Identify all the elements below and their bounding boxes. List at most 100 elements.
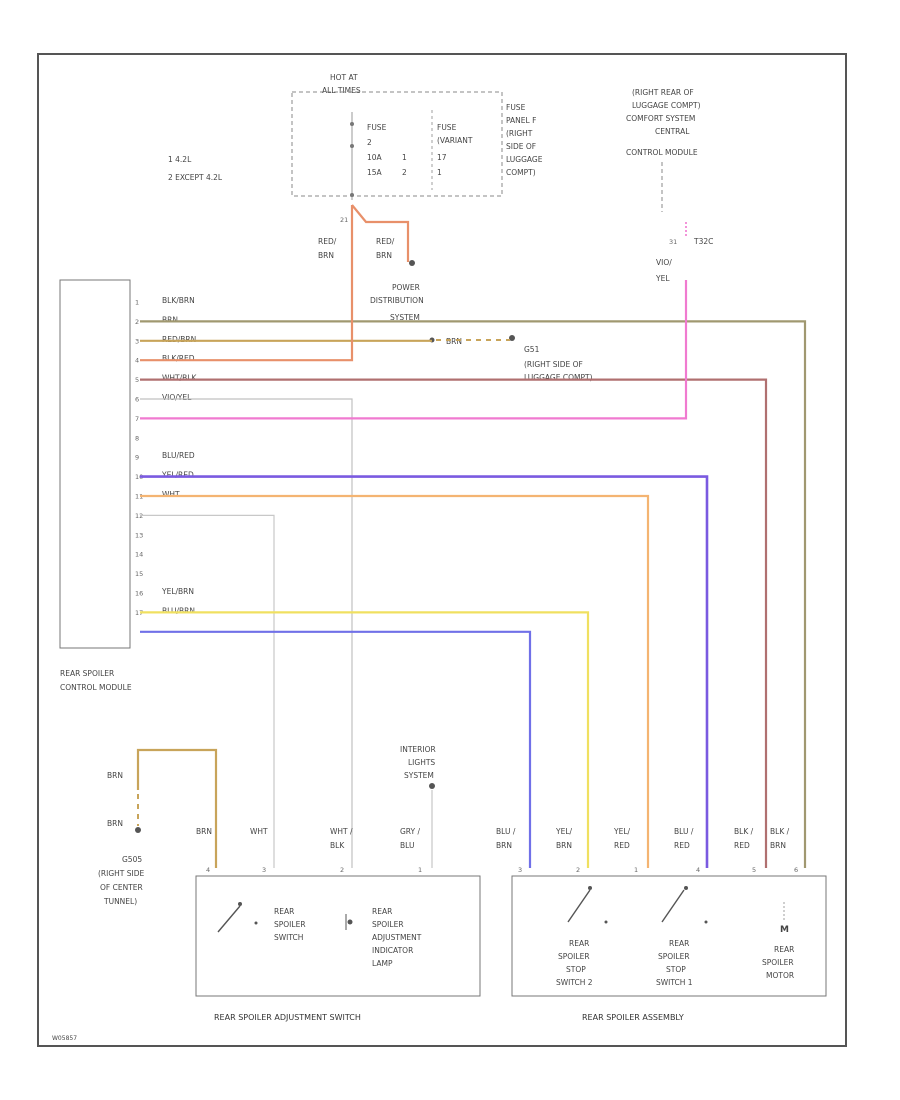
bottom-wire-label: BLK (330, 841, 345, 850)
adjustment-switch: REAR SPOILER SWITCH REAR SPOILER ADJUSTM… (195, 875, 481, 1022)
adj-switch-label-3: SWITCH (274, 933, 303, 942)
ground-g505: BRN BRN G505 (RIGHT SIDE OF CENTER TUNNE… (98, 771, 145, 906)
bottom-pin-number: 2 (576, 866, 580, 874)
fuse-title: FUSE (367, 123, 387, 132)
bottom-pin-number: 3 (518, 866, 522, 874)
control-module-wire-label-11: WHT (162, 490, 180, 499)
switch-pivot (238, 902, 242, 906)
comfort-wire-2: YEL (655, 274, 670, 283)
bottom-pin-number: 1 (418, 866, 422, 874)
comfort-wire-1: VIO/ (656, 258, 672, 267)
control-module-label-1: REAR SPOILER (60, 669, 114, 678)
stop-switch-2-label-3: STOP (566, 965, 586, 974)
control-module-box (59, 279, 131, 649)
bottom-pin-number: 6 (794, 866, 798, 874)
bottom-pin-number: 2 (340, 866, 344, 874)
wire-yel-red (140, 494, 650, 868)
bottom-wire-label: WHT / (330, 827, 353, 836)
bottom-wire-label: GRY / (400, 827, 421, 836)
wire-harness (136, 204, 807, 868)
control-module-wire-label-2: BRN (162, 315, 178, 324)
control-module-wire-label-10: YEL/RED (161, 471, 194, 480)
fuse-terminal (350, 144, 354, 148)
adjustment-switch-box (195, 875, 481, 997)
motor-label-1: REAR (774, 945, 794, 954)
legend-item-2: 2 EXCEPT 4.2L (168, 173, 223, 182)
wire-blk-red (140, 378, 768, 868)
wire-vio-yel (140, 280, 688, 420)
bottom-wire-label: BRN (196, 827, 212, 836)
wire-wht (140, 514, 275, 868)
bottom-wire-label: BRN (556, 841, 572, 850)
wire-brn-g505 (136, 748, 218, 868)
g51-location-2: LUGGAGE COMPT) (524, 373, 593, 382)
wire-yel-brn (140, 611, 590, 868)
control-module-wire-label-1: BLK/BRN (162, 296, 195, 305)
wire-blu-brn (140, 630, 532, 868)
interior-lights-label-2: LIGHTS (408, 758, 435, 767)
comfort-label-3: COMFORT SYSTEM (626, 114, 695, 123)
interior-lights-label-3: SYSTEM (404, 771, 434, 780)
fuse-num: 2 (367, 138, 372, 147)
g51-ground-icon (509, 335, 515, 341)
g505-location-3: TUNNEL) (103, 897, 137, 906)
bottom-wire-label: BRN (770, 841, 786, 850)
fuse-location-6: COMPT) (506, 168, 536, 177)
bottom-pin-number: 4 (696, 866, 700, 874)
bottom-wire-label: BRN (496, 841, 512, 850)
motor-label-3: MOTOR (766, 971, 794, 980)
stop-switch-2-pivot (588, 886, 592, 890)
control-module-pin-12: 12 (135, 512, 143, 520)
fuse-label-2: (VARIANT (437, 136, 473, 145)
wire-red-brn (140, 205, 354, 362)
adj-lamp-label-5: LAMP (372, 959, 393, 968)
g505-name: G505 (122, 855, 142, 864)
g505-wire-top: BRN (107, 771, 123, 780)
adj-lamp-label-3: ADJUSTMENT (372, 933, 422, 942)
stop-switch-1-icon (661, 889, 685, 923)
control-module-pin-10: 10 (135, 473, 143, 481)
control-module-pin-8: 8 (135, 434, 139, 442)
switch-icon (217, 905, 241, 933)
adj-lamp-label-2: SPOILER (372, 920, 404, 929)
bottom-wire-label: BLU / (496, 827, 516, 836)
adj-switch-title: REAR SPOILER ADJUSTMENT SWITCH (214, 1013, 361, 1022)
control-module-pin-16: 16 (135, 590, 143, 598)
interior-lights-terminal (429, 783, 435, 789)
lamp-icon (345, 914, 353, 930)
switch-contact (254, 921, 258, 925)
control-module-label-2: CONTROL MODULE (60, 683, 132, 692)
power-wire-left-2: BRN (318, 251, 334, 260)
control-module-pin-15: 15 (135, 570, 143, 578)
bottom-wire-label: YEL/ (613, 827, 630, 836)
control-module-wire-label-9: BLU/RED (162, 451, 195, 460)
g505-wire-bottom: BRN (107, 819, 123, 828)
fuse-location-2: PANEL F (506, 116, 536, 125)
wire-red-brn-pd (351, 204, 410, 262)
control-module-wire-label-16: YEL/BRN (161, 587, 194, 596)
bottom-wire-label: RED (674, 841, 690, 850)
stop-switch-2-contact (604, 920, 608, 924)
power-terminal (409, 260, 415, 266)
comfort-label-4: CENTRAL (655, 127, 690, 136)
g51-wire: BRN (446, 337, 462, 346)
adj-switch-label-1: REAR (274, 907, 294, 916)
bottom-wire-label: YEL/ (555, 827, 572, 836)
fuse-box-outline (291, 91, 503, 197)
fuse-pin: 21 (340, 216, 348, 224)
g505-location-1: (RIGHT SIDE (98, 869, 145, 878)
power-wire-left-1: RED/ (318, 237, 337, 246)
fuse-location-1: FUSE (506, 103, 526, 112)
fuse-label-1: FUSE (437, 123, 457, 132)
comfort-connector: T32C (693, 237, 713, 246)
motor-label-2: SPOILER (762, 958, 794, 967)
fuse-terminal (350, 193, 354, 197)
comfort-module: (RIGHT REAR OF LUGGAGE COMPT) COMFORT SY… (626, 88, 713, 283)
wire-blk-brn (140, 320, 807, 868)
fuse-hot-label: HOT AT (330, 73, 358, 82)
bottom-pin-number: 4 (206, 866, 210, 874)
stop-switch-1-label-3: STOP (666, 965, 686, 974)
fuse-label-num-2: 1 (437, 168, 442, 177)
